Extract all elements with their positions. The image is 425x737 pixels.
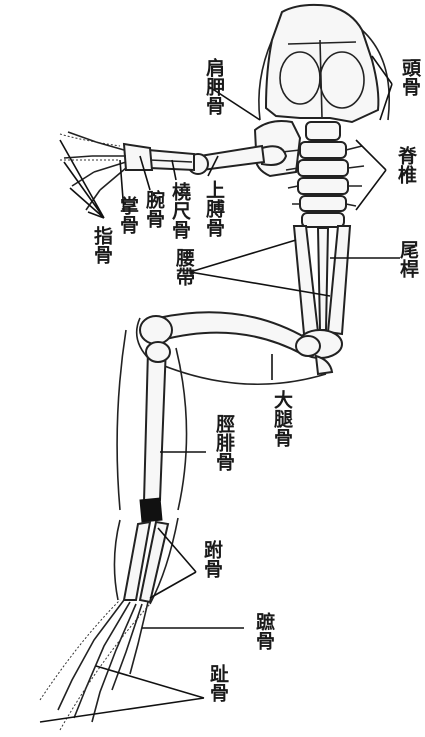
label-metatarsals: 蹠骨	[253, 611, 275, 651]
label-femur: 大腿骨	[271, 389, 294, 448]
label-carpals: 腕骨	[143, 189, 166, 229]
label-tibio-fibula: 脛腓骨	[213, 414, 236, 472]
tibio-fibula-drawing	[117, 330, 186, 510]
label-metacarpals: 掌骨	[117, 195, 139, 235]
label-pelvis: 腰帶	[173, 248, 196, 286]
skull-drawing	[259, 5, 389, 122]
foot-drawing	[40, 600, 150, 730]
label-skull: 頭骨	[399, 58, 421, 97]
label-urostyle: 尾桿	[397, 240, 419, 279]
label-finger-bones: 指骨	[91, 226, 113, 265]
label-toe-bones: 趾骨	[207, 663, 229, 703]
label-humerus: 上膊骨	[203, 180, 226, 238]
label-vertebra: 脊椎	[395, 145, 418, 185]
label-radio-ulna: 橈尺骨	[169, 181, 191, 240]
label-tarsals: 跗骨	[201, 539, 223, 579]
label-scapula: 肩胛骨	[203, 57, 225, 116]
